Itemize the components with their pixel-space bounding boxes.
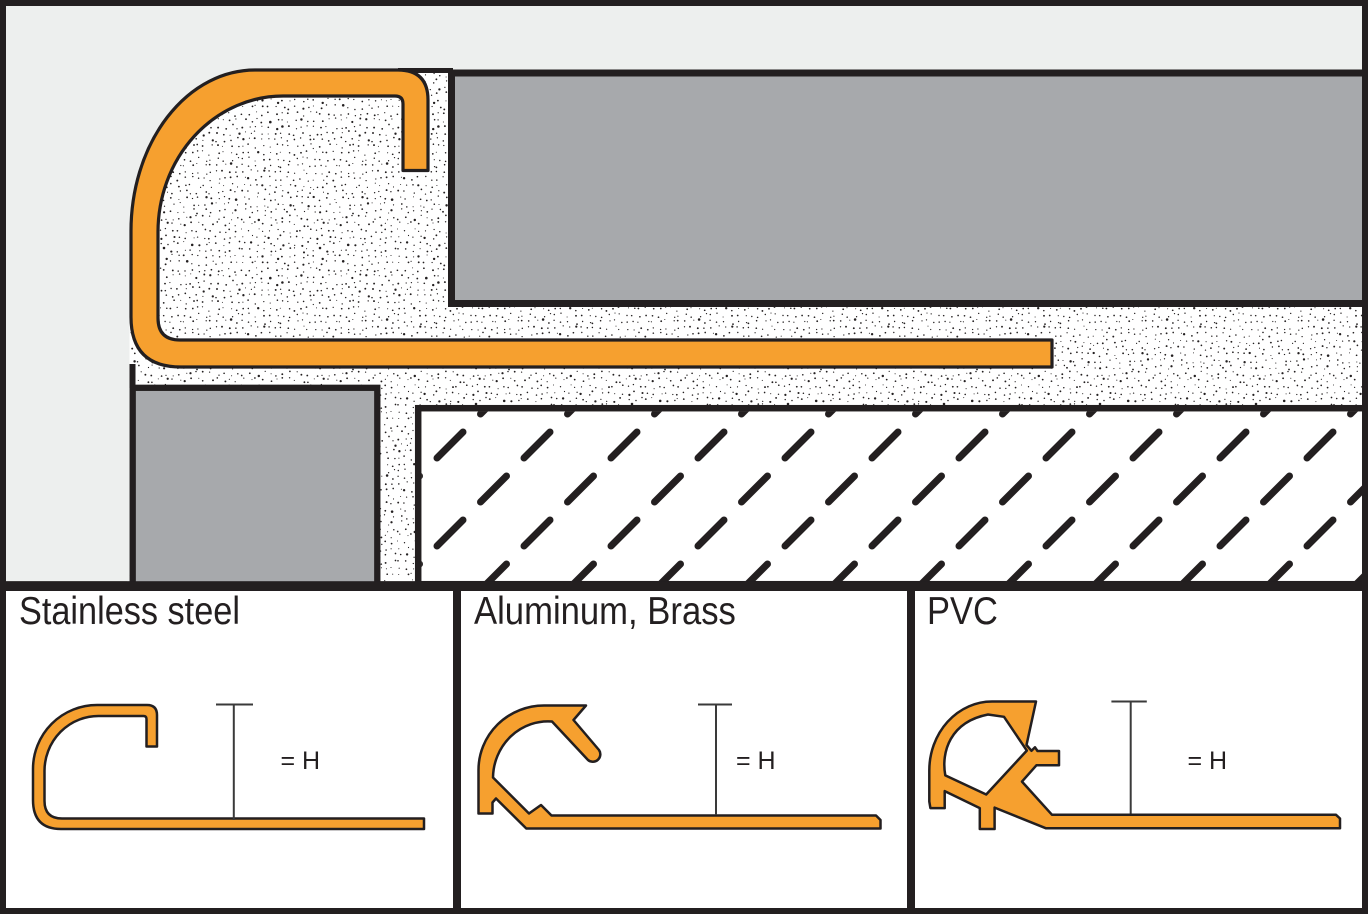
svg-text:= H: = H — [736, 747, 776, 775]
svg-text:= H: = H — [1188, 747, 1228, 775]
svg-text:= H: = H — [281, 747, 321, 775]
